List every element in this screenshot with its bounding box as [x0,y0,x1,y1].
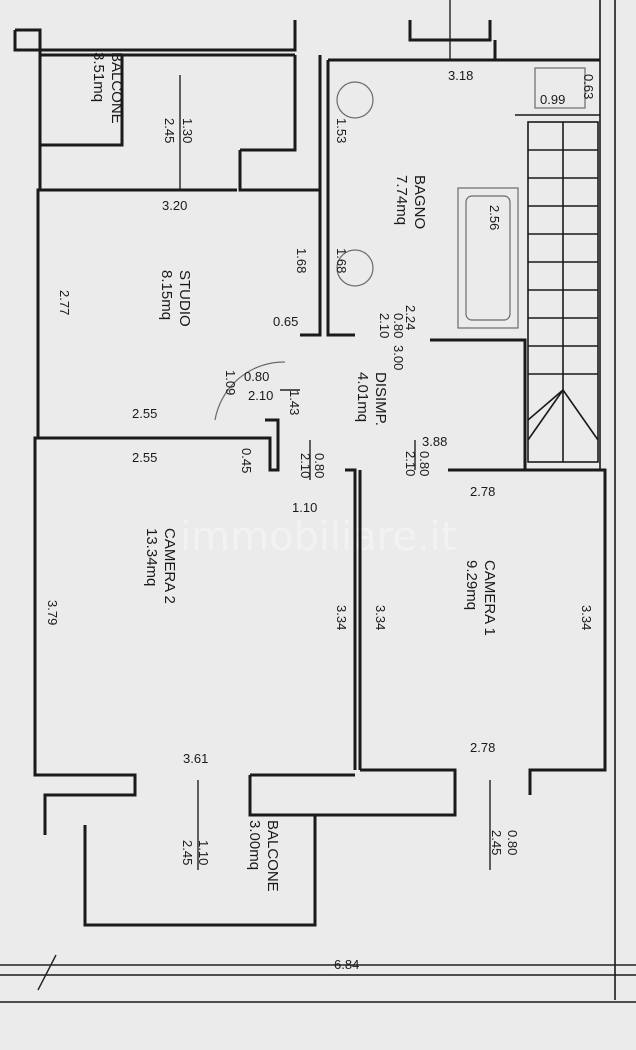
dim-label: 3.18 [448,68,473,83]
dim-label: 2.45 [180,840,195,865]
dim-label: 1.68 [294,248,309,273]
dim-label: 0.80 [505,830,520,855]
measurement-labels: 3.18 0.63 0.99 1.53 1.30 2.45 3.20 2.56 … [45,68,596,972]
dim-label: 1.09 [223,370,238,395]
dim-label: 2.55 [132,406,157,421]
bathtub [457,187,519,329]
balcone-bottom-name: BALCONE [264,820,281,892]
dim-label: 2.45 [489,830,504,855]
dim-label: 2.77 [57,290,72,315]
dim-label: 0.45 [239,448,254,473]
dim-label: 0.80 [312,453,327,478]
bidet [336,249,374,287]
dim-label: 6.84 [334,957,359,972]
balcone-bottom-area: 3.00mq [246,820,263,870]
dim-label: 3.79 [45,600,60,625]
dim-label: 2.78 [470,740,495,755]
camera1-name: CAMERA 1 [481,560,498,636]
dim-label: 1.10 [292,500,317,515]
disimpegno-name: DISIMP. [372,372,389,426]
dim-label: 2.55 [132,450,157,465]
dim-label: 2.78 [470,484,495,499]
fixtures [214,67,599,463]
room-labels: BALCONE 3.51mq STUDIO 8.15mq BAGNO 7.74m… [90,52,498,892]
door-swing [214,361,286,421]
dim-label: 1.53 [334,118,349,143]
dim-label: 3.20 [162,198,187,213]
camera2-name: CAMERA 2 [161,528,178,604]
dim-label: 3.34 [334,605,349,630]
dim-label: 0.65 [273,314,298,329]
dim-label: 1.10 [196,840,211,865]
dim-label: 2.10 [377,313,392,338]
studio-area: 8.15mq [158,270,175,320]
dim-label: 3.88 [422,434,447,449]
dim-label: 3.34 [579,605,594,630]
disimpegno-area: 4.01mq [354,372,371,422]
dim-label: 0.80 [244,369,269,384]
dim-label: 3.34 [373,605,388,630]
dim-label: 3.00 [391,345,406,370]
dim-label: 0.80 [391,313,406,338]
dim-label: 0.63 [581,74,596,99]
balcone-top-name: BALCONE [108,52,125,124]
balcone-top-area: 3.51mq [90,52,107,102]
dim-label: 0.99 [540,92,565,107]
camera2-area: 13.34mq [143,528,160,586]
camera1-area: 9.29mq [463,560,480,610]
dim-label: 0.80 [417,451,432,476]
dimension-lines [0,0,636,991]
bagno-area: 7.74mq [393,175,410,225]
stair [527,121,599,463]
sink [534,67,586,109]
watermark-text: immobiliare.it [180,514,456,560]
toilet [336,81,374,119]
dim-label: 1.30 [180,118,195,143]
studio-name: STUDIO [176,270,193,327]
dim-label: 2.56 [487,205,502,230]
dim-label: 1.68 [334,248,349,273]
dim-label: 2.10 [248,388,273,403]
dim-label: 3.61 [183,751,208,766]
dim-label: 2.10 [403,451,418,476]
dim-label: 2.45 [162,118,177,143]
dim-label: 1.43 [287,390,302,415]
walls [13,20,607,927]
bagno-name: BAGNO [411,175,428,229]
dim-label: 2.24 [403,305,418,330]
dim-label: 2.10 [298,453,313,478]
